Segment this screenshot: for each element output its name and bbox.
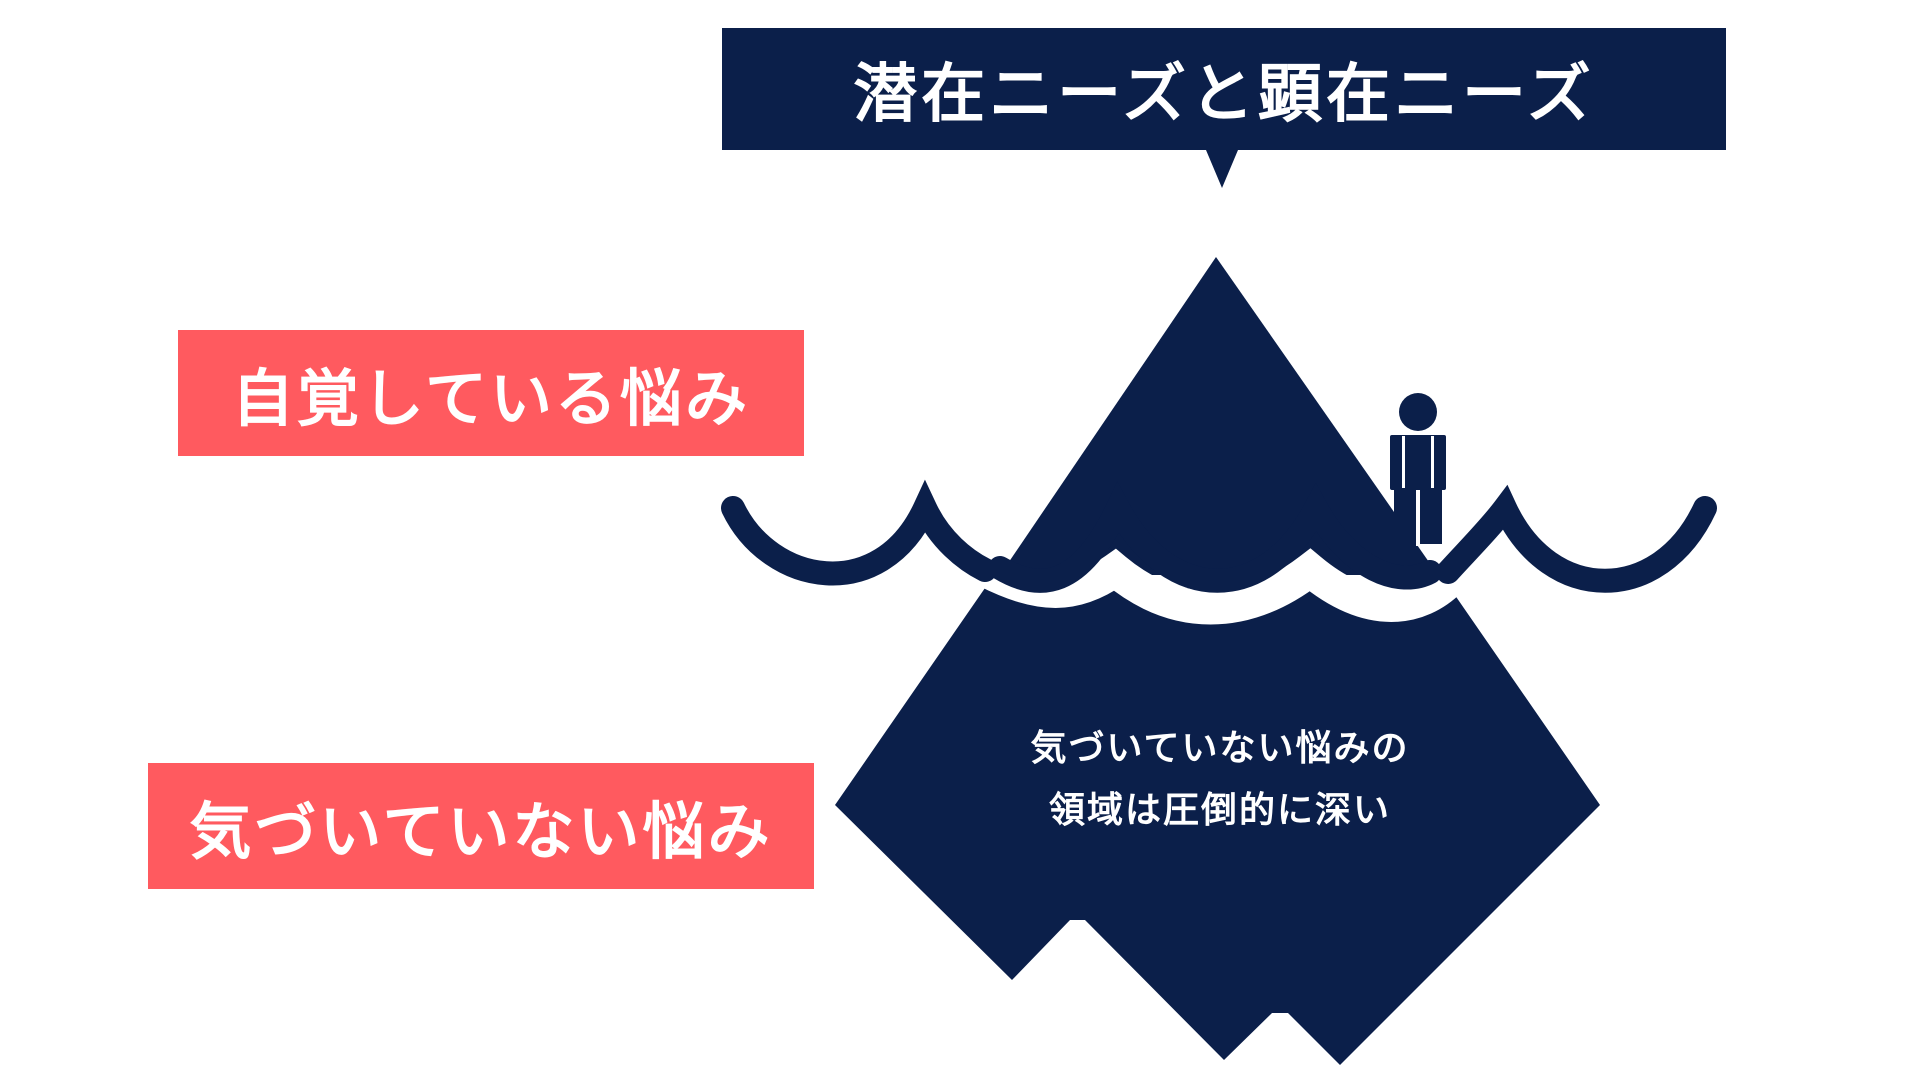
iceberg-description-line2: 領域は圧倒的に深い <box>920 780 1520 842</box>
iceberg-description-line1: 気づいていない悩みの <box>920 718 1520 780</box>
iceberg-description: 気づいていない悩みの 領域は圧倒的に深い <box>920 718 1520 842</box>
iceberg-tip <box>1000 257 1438 575</box>
page-title: 潜在ニーズと顕在ニーズ <box>722 28 1726 150</box>
unaware-worries-label: 気づいていない悩み <box>148 763 814 889</box>
person-icon <box>1390 393 1446 546</box>
aware-worries-label: 自覚している悩み <box>178 330 804 456</box>
